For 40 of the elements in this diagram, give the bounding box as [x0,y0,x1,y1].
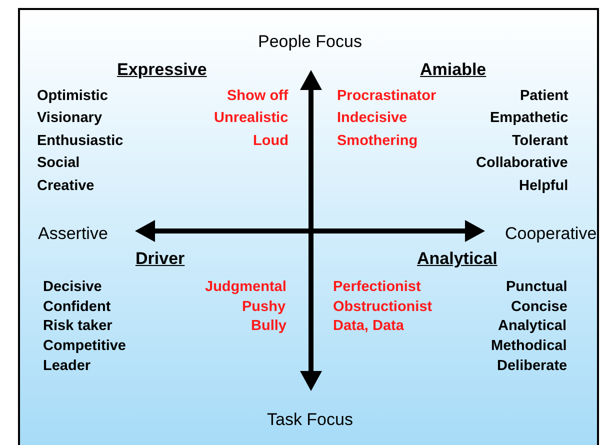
trait-label: Procrastinator [337,87,436,105]
trait-label: Collaborative [476,154,568,172]
trait-label: Empathetic [490,109,568,127]
trait-label: Optimistic [37,87,108,105]
trait-label: Patient [520,87,568,105]
trait-label: Tolerant [512,132,568,150]
axis-label: Cooperative [505,225,597,243]
trait-label: Pushy [242,298,286,316]
trait-label: Leader [43,357,91,375]
trait-label: Social [37,154,80,172]
quadrant-heading: Amiable [420,61,486,79]
quadrant-heading: Expressive [117,61,207,79]
trait-label: Concise [511,298,568,316]
trait-label: Perfectionist [333,278,421,296]
quadrant-heading: Driver [136,250,185,268]
trait-label: Helpful [519,177,568,195]
trait-label: Creative [37,177,94,195]
trait-label: Enthusiastic [37,132,124,150]
trait-label: Risk taker [43,317,112,335]
trait-label: Show off [227,87,288,105]
trait-label: Smothering [337,132,418,150]
trait-label: Visionary [37,109,102,127]
axis-label: People Focus [258,33,362,51]
trait-label: Confident [43,298,111,316]
trait-label: Obstructionist [333,298,432,316]
trait-label: Indecisive [337,109,408,127]
trait-label: Decisive [43,278,102,296]
axis-label: Assertive [38,225,108,243]
trait-label: Punctual [506,278,568,296]
trait-label: Competitive [43,337,126,355]
trait-label: Bully [251,317,286,335]
trait-label: Data, Data [333,317,404,335]
trait-label: Loud [253,132,288,150]
axis-label: Task Focus [267,411,353,429]
quadrant-heading: Analytical [417,250,498,268]
trait-label: Deliberate [497,357,568,375]
trait-label: Unrealistic [214,109,288,127]
trait-label: Judgmental [205,278,286,296]
trait-label: Methodical [491,337,567,355]
trait-label: Analytical [498,317,566,335]
